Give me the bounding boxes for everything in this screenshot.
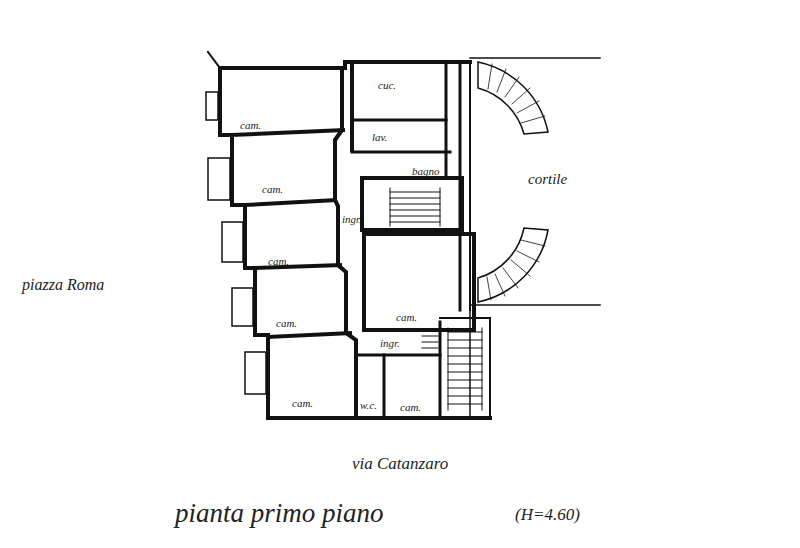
room-label: cam. xyxy=(400,402,421,413)
plan-label: via Catanzaro xyxy=(352,455,448,472)
plan-label: piazza Roma xyxy=(22,277,104,293)
room-label: cam. xyxy=(292,398,313,409)
room: ingr. xyxy=(362,334,418,354)
room-label: ingr. xyxy=(380,338,400,349)
room-label: cam. xyxy=(276,318,297,329)
caption: pianta primo piano xyxy=(175,500,384,527)
room: cam. xyxy=(236,138,332,198)
room: w.c. xyxy=(358,358,382,416)
room: lav. xyxy=(354,122,444,150)
room: cam. xyxy=(270,340,354,416)
room-label: cam. xyxy=(268,256,289,267)
room: bagno xyxy=(364,154,444,178)
room: cam. xyxy=(248,208,336,268)
room: cam. xyxy=(258,270,344,332)
room-label: bagno xyxy=(412,166,440,177)
room: cam. xyxy=(366,236,472,328)
plan-label: cortile xyxy=(528,172,567,187)
room-label: cam. xyxy=(240,120,261,131)
room-label: ingr. xyxy=(342,214,362,225)
room-label: cam. xyxy=(262,184,283,195)
room: cam. xyxy=(222,70,340,132)
room: cam. xyxy=(386,358,438,416)
room: ingr. xyxy=(342,152,363,330)
plan-label: (H=4.60) xyxy=(515,506,580,523)
room-label: cam. xyxy=(396,312,417,323)
room-label: lav. xyxy=(372,132,387,143)
room-label: w.c. xyxy=(360,400,377,411)
room-label: cuc. xyxy=(378,80,396,91)
room: cuc. xyxy=(354,64,444,118)
